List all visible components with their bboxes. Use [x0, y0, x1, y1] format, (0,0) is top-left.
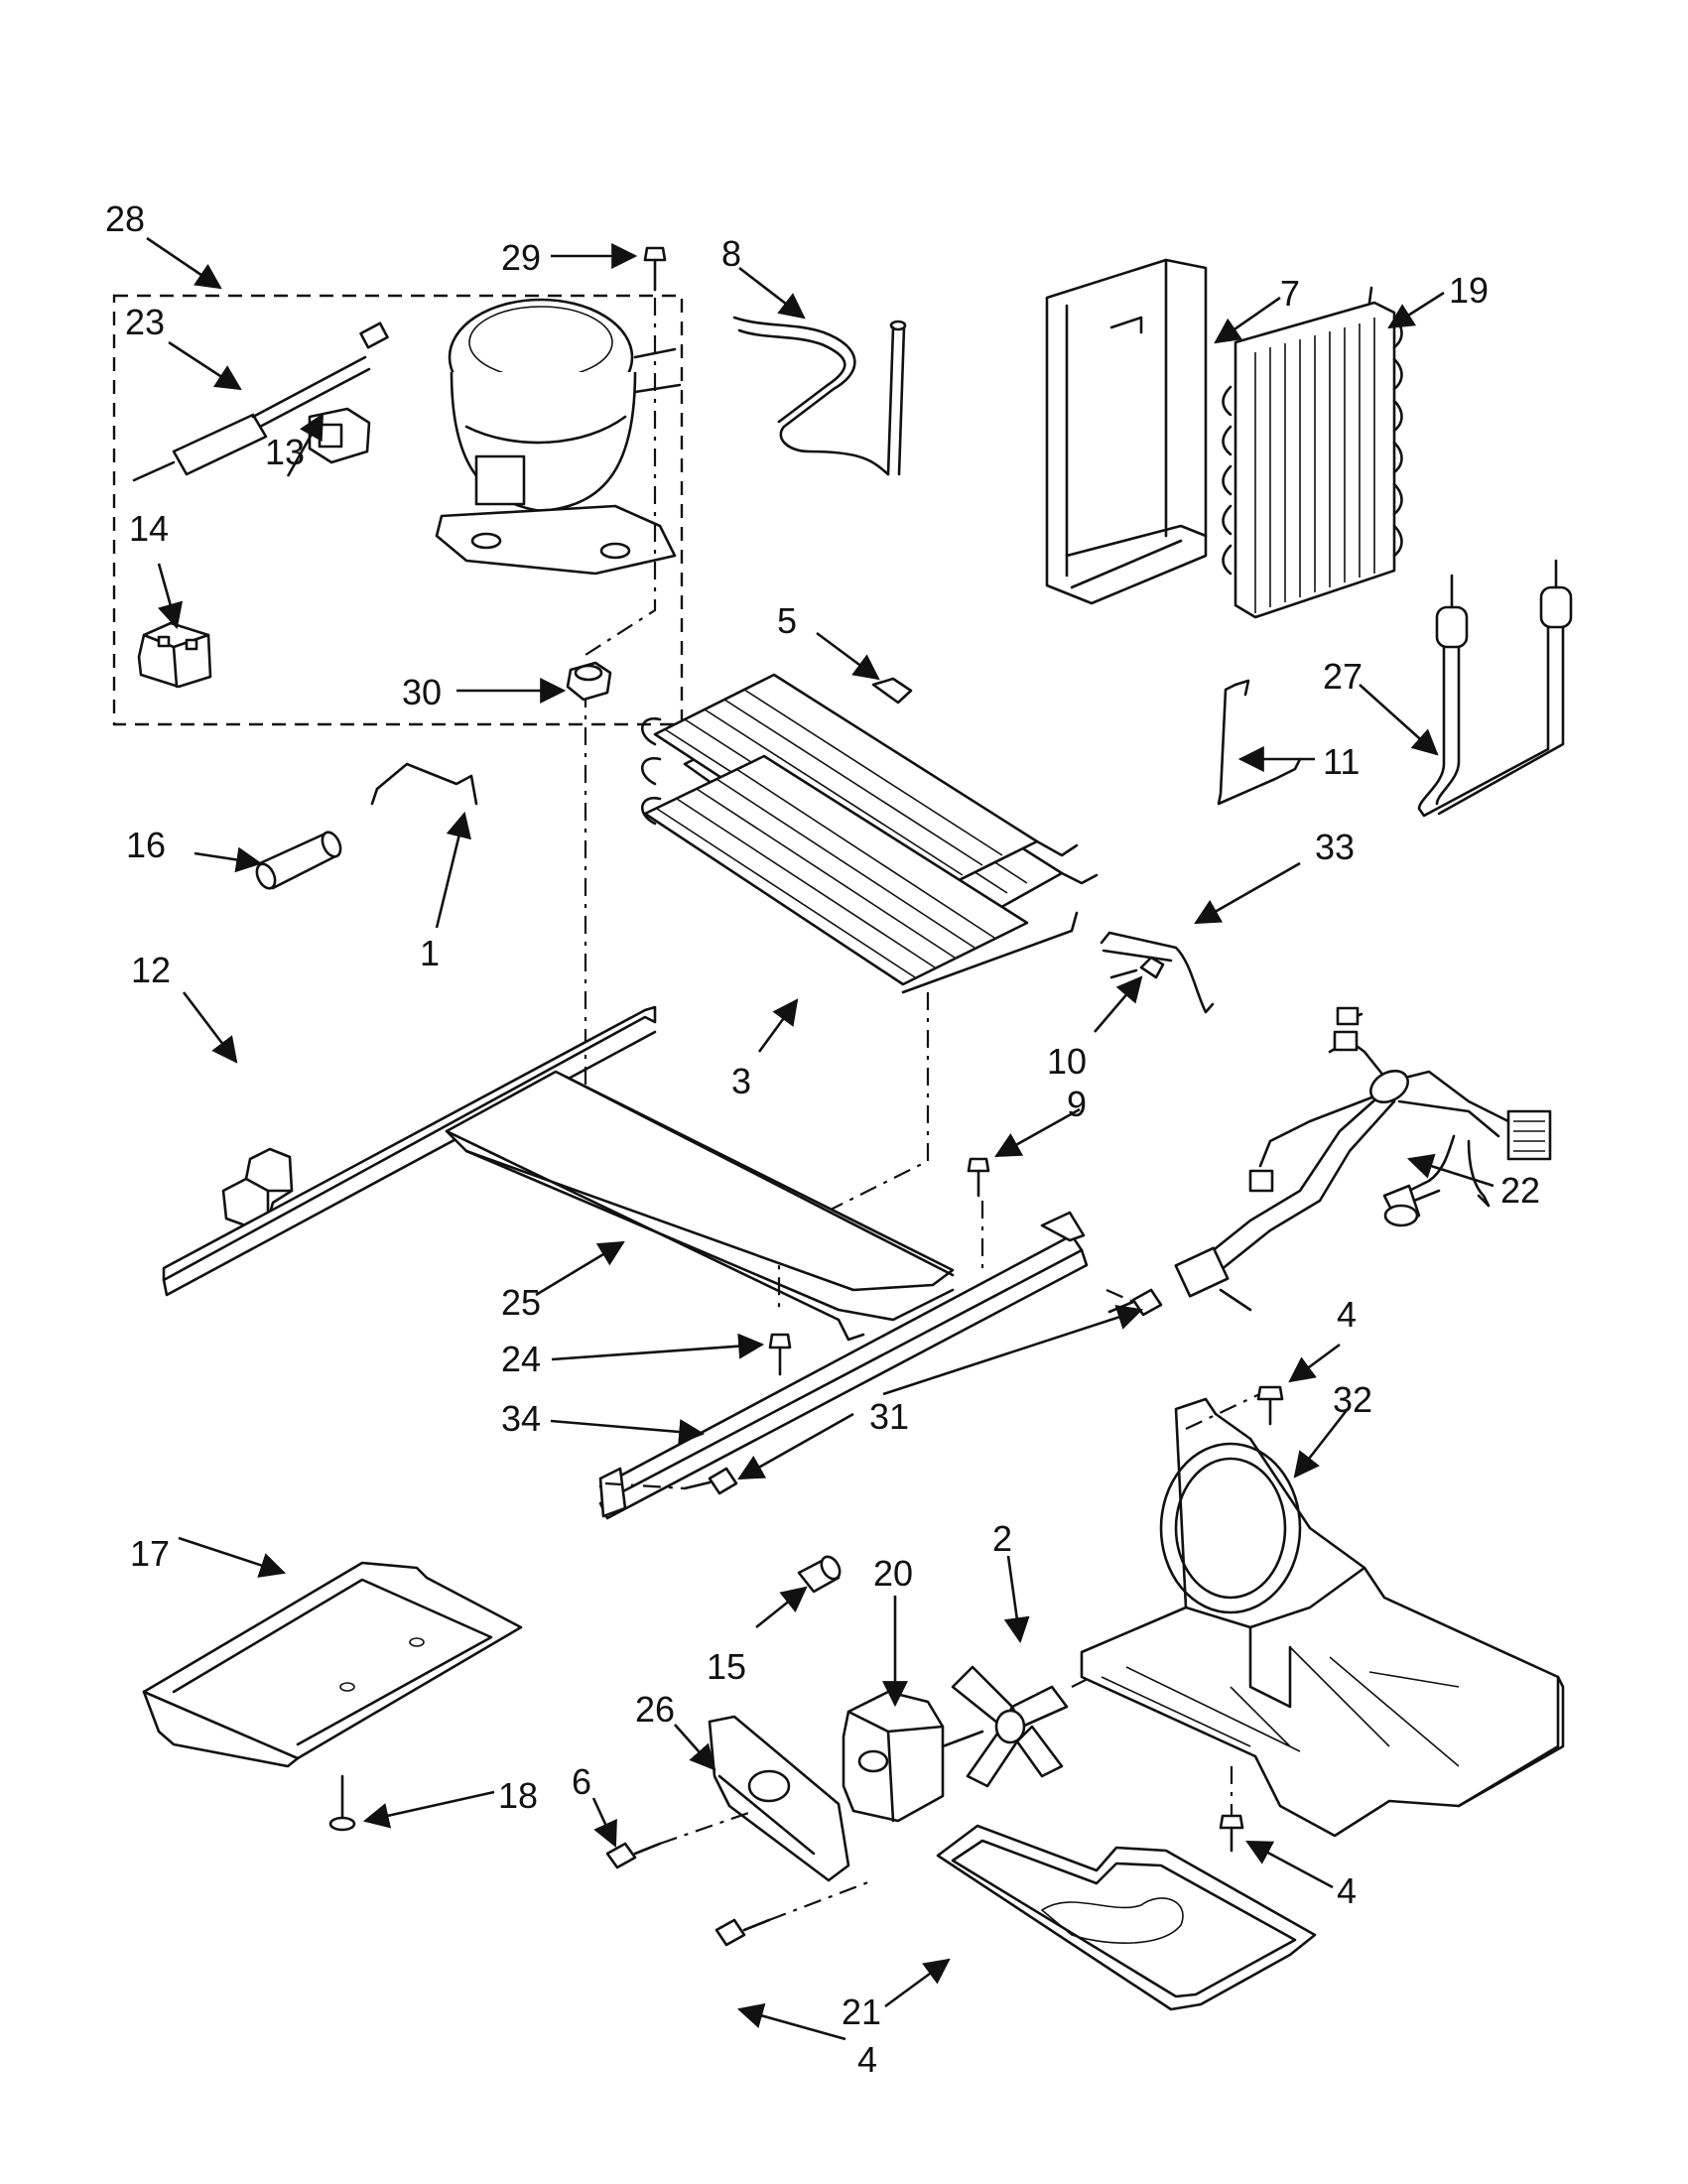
part-4-screw-upper: [1256, 1385, 1284, 1426]
part-8-tube: [732, 316, 907, 476]
part-1-clip: [370, 762, 478, 806]
part-10-screw: [1109, 956, 1165, 979]
part-4-screw-lower: [714, 1878, 874, 1947]
part-3-condenser: [641, 673, 1099, 994]
callout-16: 16: [126, 825, 166, 865]
callout-32: 32: [1333, 1379, 1372, 1420]
callout-18: 18: [498, 1775, 538, 1816]
part-14-overload: [137, 621, 212, 689]
compressor-kit-group-box: [112, 294, 684, 726]
part-33-bracket: [1100, 931, 1215, 1014]
part-21-pan: [936, 1824, 1317, 2011]
callout-13: 13: [265, 432, 305, 472]
callout-28: 28: [105, 198, 145, 239]
callout-25: 25: [501, 1282, 541, 1323]
callout-22: 22: [1500, 1170, 1540, 1211]
part-11-wire: [1217, 679, 1302, 806]
callout-5: 5: [777, 600, 797, 641]
part-18-screw: [328, 1774, 356, 1832]
callout-14: 14: [129, 508, 169, 549]
part-15-spacer: [797, 1555, 842, 1594]
callout-24: 24: [501, 1339, 541, 1379]
callout-21: 21: [842, 1991, 881, 2032]
callout-15: 15: [707, 1646, 746, 1687]
part-30-grommet: [566, 661, 612, 702]
part-29-bolt: [643, 246, 667, 292]
callout-2: 2: [992, 1518, 1012, 1559]
callout-26: 26: [635, 1689, 675, 1730]
callout-11: 11: [1323, 741, 1360, 782]
part-32-base: [1080, 1388, 1565, 1838]
callout-4-right: 4: [1337, 1870, 1357, 1911]
part-5-clip: [871, 677, 913, 705]
callout-20: 20: [873, 1553, 913, 1594]
part-17-cover: [142, 1561, 523, 1768]
part-19-evaporator: [1222, 286, 1403, 619]
part-7-cover: [1045, 258, 1208, 605]
part-23-drier: [132, 321, 389, 482]
callout-29: 29: [501, 237, 541, 278]
callout-30: 30: [402, 672, 442, 712]
part-24-screw: [768, 1333, 792, 1376]
callout-8: 8: [721, 233, 741, 274]
callout-12: 12: [131, 950, 171, 990]
part-25-frame: [162, 1005, 955, 1342]
callout-31: 31: [869, 1396, 909, 1437]
callout-7: 7: [1280, 273, 1300, 314]
callout-4-bottom: 4: [857, 2039, 877, 2080]
part-12-bracket: [221, 1147, 294, 1228]
callout-3: 3: [731, 1061, 751, 1101]
part-2-fan: [951, 1665, 1069, 1788]
part-26-bracket: [708, 1715, 850, 1882]
part-4-screw-right-lower: [1219, 1766, 1244, 1853]
callout-4-top: 4: [1337, 1294, 1357, 1335]
callout-34: 34: [501, 1398, 541, 1439]
callout-9: 9: [1067, 1084, 1087, 1124]
callout-23: 23: [125, 302, 165, 342]
callout-17: 17: [130, 1533, 170, 1574]
part-16-sleeve: [255, 831, 342, 890]
part-9-screw: [967, 1157, 990, 1270]
part-6-screw: [605, 1809, 755, 1869]
callout-10: 10: [1047, 1041, 1087, 1082]
part-20-motor: [842, 1690, 984, 1823]
callout-27: 27: [1323, 656, 1363, 697]
callout-33: 33: [1315, 827, 1355, 867]
part-34-brace: [598, 1211, 1089, 1520]
callout-6: 6: [572, 1761, 591, 1802]
callout-19: 19: [1449, 270, 1489, 311]
compressor: [435, 298, 682, 576]
part-22-harness: [1174, 1006, 1552, 1312]
part-13-relay: [308, 407, 371, 464]
part-27-tube: [1417, 559, 1573, 818]
callout-1: 1: [420, 933, 440, 973]
